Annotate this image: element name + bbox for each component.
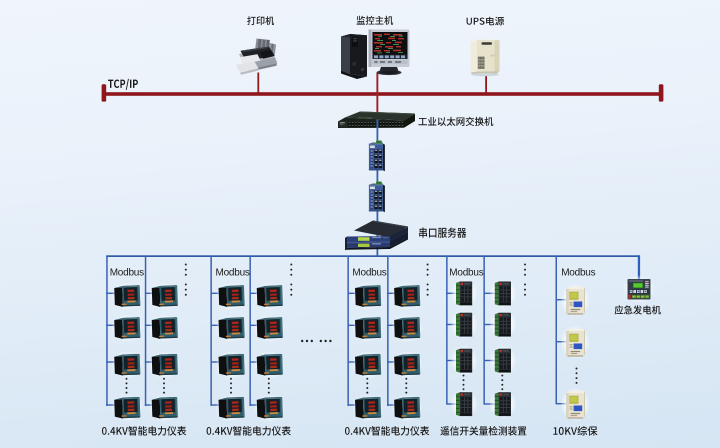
svg-text:Modbus: Modbus <box>216 267 250 278</box>
svg-text:Modbus: Modbus <box>561 267 595 278</box>
svg-text:Modbus: Modbus <box>449 267 483 278</box>
svg-text:Modbus: Modbus <box>352 267 386 278</box>
svg-text:Modbus: Modbus <box>110 267 144 278</box>
